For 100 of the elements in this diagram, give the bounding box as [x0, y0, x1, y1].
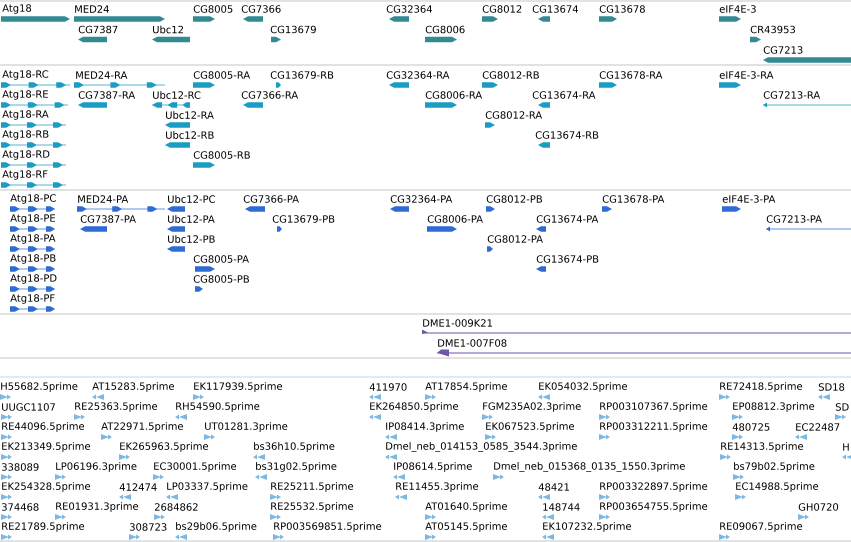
feature-label: RE11455.3prime	[396, 482, 478, 492]
feature-label: Atg18-PE	[10, 214, 56, 224]
feature-label: RE25211.5prime	[271, 482, 354, 492]
feature-label: EC22487	[796, 423, 840, 431]
feature-label: Ubc12-RA	[166, 111, 214, 119]
feature-label: Dmel_neb_015368_0135_1550.3prime	[494, 462, 685, 472]
feature-label: MED24-PA	[78, 195, 128, 203]
feature-label: Atg18-PB	[10, 254, 56, 264]
feature-label: CG7387-PA	[80, 215, 136, 223]
feature-label: 308723	[130, 523, 166, 531]
feature-label: EK213349.5prime	[2, 442, 90, 452]
feature-label: eIF4E-3-PA	[722, 195, 776, 203]
feature-label: CG13678-PA	[602, 195, 664, 203]
feature-label: 148744	[543, 503, 580, 511]
feature-label: IP08614.5prime	[394, 462, 472, 472]
feature-label: CG13674	[532, 5, 578, 13]
feature-label: RE72418.5prime	[720, 382, 802, 392]
feature-label: CG8006-RA	[426, 91, 482, 99]
feature-label: CG8005-PA	[194, 255, 249, 263]
feature-label: Atg18-PC	[10, 194, 56, 204]
feature-label: bs79b02.5prime	[734, 462, 814, 472]
feature-label: DME1-007F08	[438, 339, 506, 347]
feature-label: CG8006	[426, 26, 465, 34]
feature-label: CG7213-PA	[766, 215, 822, 223]
feature-label: CG13678-RA	[600, 71, 662, 79]
feature-label: EP08812.3prime	[733, 402, 814, 412]
feature-label: IP08414.3prime	[386, 422, 464, 432]
feature-label: bs36h10.5prime	[254, 442, 334, 452]
feature-label: RP003322897.5prime	[600, 482, 708, 492]
feature-label: MED24-RA	[76, 71, 128, 79]
feature-label: EK264850.5prime	[370, 402, 458, 412]
feature-label: MED24	[75, 5, 109, 13]
feature-label: Atg18-RE	[2, 90, 48, 100]
feature-label: Ubc12-PA	[168, 215, 215, 223]
feature-label: CG7366	[242, 5, 281, 13]
feature-label: Atg18-PF	[10, 294, 55, 304]
feature-label: bs29b06.5prime	[176, 522, 256, 532]
feature-label: H55682.5prime	[1, 382, 78, 392]
feature-label: SD18	[818, 383, 844, 391]
feature-label: RE09067.5prime	[720, 522, 802, 532]
feature-label: EK067523.5prime	[486, 422, 574, 432]
feature-label: AT01640.5prime	[425, 502, 508, 512]
feature-label: EK117939.5prime	[194, 382, 282, 392]
feature-label: RE21789.5prime	[2, 522, 84, 532]
feature-label: EK054032.5prime	[539, 382, 628, 392]
feature-label: EC14988.5prime	[736, 482, 818, 492]
feature-label: H	[843, 443, 849, 451]
feature-label: EK107232.5prime	[543, 522, 632, 532]
feature-label: LP03337.5prime	[167, 482, 248, 492]
feature-label: CG8012	[482, 5, 522, 13]
feature-label: AT22971.5prime	[101, 422, 184, 432]
feature-label: Ubc12-RB	[166, 131, 214, 139]
feature-label: CG8006-PA	[428, 215, 483, 223]
feature-label: 48421	[538, 483, 569, 491]
feature-label: Atg18-RC	[2, 70, 48, 80]
feature-label: LP06196.3prime	[56, 462, 136, 472]
feature-label: RE25363.5prime	[75, 402, 158, 412]
feature-label: Atg18-RF	[2, 170, 48, 180]
feature-label: CG8005	[194, 5, 232, 13]
feature-label: Dmel_neb_014153_0585_3544.3prime	[386, 442, 577, 452]
feature-label: 338089	[2, 463, 39, 471]
feature-label: CG13674-RB	[536, 131, 598, 139]
feature-label: CG7387	[78, 26, 118, 34]
feature-label: RP003654755.5prime	[600, 502, 708, 512]
feature-label: SD	[836, 403, 849, 411]
feature-label: CG8005-RB	[194, 151, 250, 159]
feature-label: EC30001.5prime	[154, 462, 236, 472]
feature-label: Atg18-PA	[10, 234, 56, 244]
feature-label: Atg18-PD	[10, 274, 56, 284]
feature-label: Ubc12-PC	[168, 195, 215, 203]
feature-label: 2684862	[154, 503, 198, 511]
feature-label: 411970	[370, 383, 407, 391]
feature-label: Atg18-RB	[2, 130, 48, 140]
feature-label: FGM235A02.3prime	[483, 402, 581, 412]
feature-label: eIF4E-3-RA	[720, 71, 774, 79]
feature-label: CG8012-RA	[486, 111, 542, 119]
feature-label: RE14313.5prime	[721, 442, 804, 452]
feature-label: CG13674-PA	[536, 215, 598, 223]
feature-label: 412474	[120, 483, 157, 491]
feature-label: CG13678	[600, 5, 645, 13]
feature-label: CR43953	[750, 26, 795, 34]
feature-label: 480725	[732, 423, 770, 431]
feature-label: UUGC1107	[2, 403, 55, 411]
feature-label: Ubc12	[153, 26, 183, 34]
feature-label: RH54590.5prime	[176, 402, 260, 412]
feature-label: CG13674-PB	[536, 255, 598, 263]
feature-label: CG32364	[386, 5, 432, 13]
feature-label: CG7213-RA	[764, 91, 820, 99]
feature-label: CG13679-RB	[270, 71, 334, 79]
feature-label: CG7213	[764, 46, 802, 54]
feature-label: CG32364-RA	[386, 71, 450, 79]
feature-label: Ubc12-PB	[168, 235, 215, 243]
feature-label: CG13679	[270, 26, 316, 34]
feature-label: bs31g02.5prime	[256, 462, 336, 472]
feature-label: Atg18-RA	[2, 110, 49, 120]
feature-label: CG8012-PA	[488, 235, 543, 243]
feature-label: GH0720	[798, 503, 838, 511]
feature-label: CG32364-PA	[390, 195, 452, 203]
feature-label: AT15283.5prime	[92, 382, 174, 392]
feature-label: AT17854.5prime	[425, 382, 508, 392]
